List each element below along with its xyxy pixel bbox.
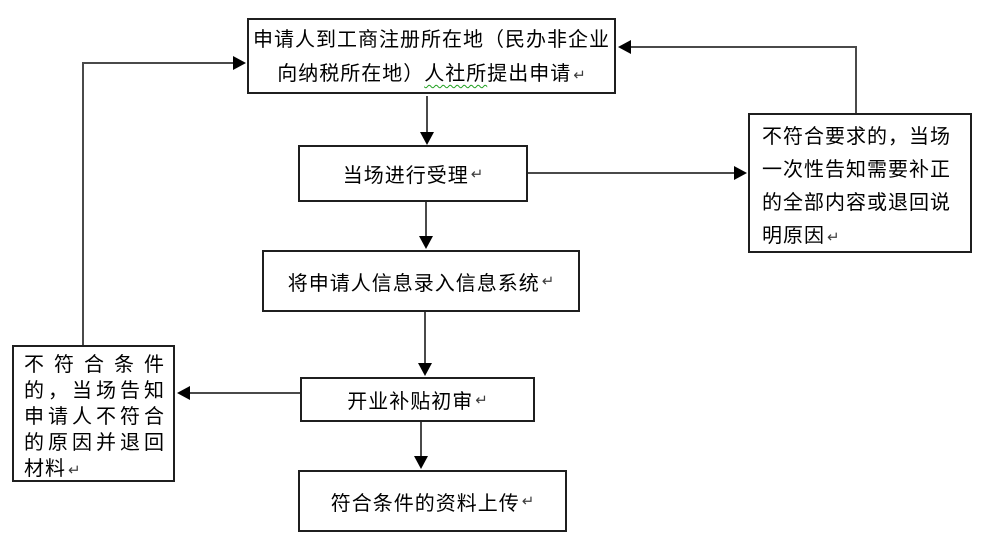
paragraph-mark-icon: ↵	[470, 165, 484, 183]
node-label: 材料	[24, 458, 66, 480]
arrowhead-down-icon	[419, 236, 433, 249]
node-label: 申请人到工商注册所在地（民办非企业	[253, 29, 610, 51]
node-label: 提出申请	[487, 63, 572, 85]
paragraph-mark-icon: ↵	[573, 67, 586, 84]
node-text-line: 不符合要求的，当场	[762, 126, 951, 148]
paragraph-mark-icon: ↵	[68, 462, 81, 479]
node-text-line: 明原因↵	[762, 220, 960, 254]
node-text-line: 的原因并退回	[24, 432, 165, 454]
node-reject-requirements: 不符合要求的，当场 一次性告知需要补正 的全部内容或退回说 明原因↵	[748, 113, 972, 253]
node-text-line: 申请人到工商注册所在地（民办非企业	[249, 23, 614, 57]
node-label: 开业补贴初审	[347, 391, 474, 413]
spellcheck-underline-text: 人社所	[424, 63, 488, 85]
connector-reject-left-to-apply	[82, 62, 234, 345]
node-label: 将申请人信息录入信息系统	[287, 272, 540, 295]
node-label: 符合条件的资料上传	[330, 492, 520, 515]
node-upload-materials: 符合条件的资料上传↵	[298, 470, 567, 532]
arrowhead-down-icon	[418, 363, 432, 376]
arrowhead-right-icon	[734, 166, 747, 180]
connector-reject-right-to-apply	[630, 46, 857, 113]
arrowhead-left-icon	[618, 40, 631, 54]
node-accept-on-spot: 当场进行受理↵	[298, 145, 528, 202]
paragraph-mark-icon: ↵	[827, 229, 840, 246]
node-label: 当场进行受理	[342, 165, 469, 187]
node-text-line: 的全部内容或退回说	[762, 192, 951, 214]
arrowhead-right-icon	[233, 56, 246, 70]
paragraph-mark-icon: ↵	[475, 391, 488, 409]
arrowhead-left-icon	[177, 386, 190, 400]
paragraph-mark-icon: ↵	[541, 273, 555, 290]
node-enter-info-system: 将申请人信息录入信息系统↵	[262, 250, 580, 312]
node-text-line: 向纳税所在地）人社所提出申请↵	[249, 57, 614, 93]
node-text-line: 申请人不符合	[24, 406, 165, 428]
node-reject-conditions: 不符合条件 的，当场告知 申请人不符合 的原因并退回 材料↵	[12, 345, 175, 482]
node-label: 明原因	[762, 225, 825, 247]
arrowhead-down-icon	[414, 456, 428, 469]
paragraph-mark-icon: ↵	[521, 493, 535, 510]
node-text-line: 一次性告知需要补正	[762, 159, 951, 181]
node-text-line: 的，当场告知	[24, 380, 165, 402]
node-text-line: 不符合条件	[24, 354, 165, 376]
node-label: 向纳税所在地）	[277, 63, 425, 85]
arrowhead-down-icon	[420, 132, 434, 145]
node-text-line: 材料↵	[24, 456, 165, 484]
node-apply-request: 申请人到工商注册所在地（民办非企业 向纳税所在地）人社所提出申请↵	[247, 18, 616, 94]
node-initial-review: 开业补贴初审↵	[300, 377, 535, 422]
